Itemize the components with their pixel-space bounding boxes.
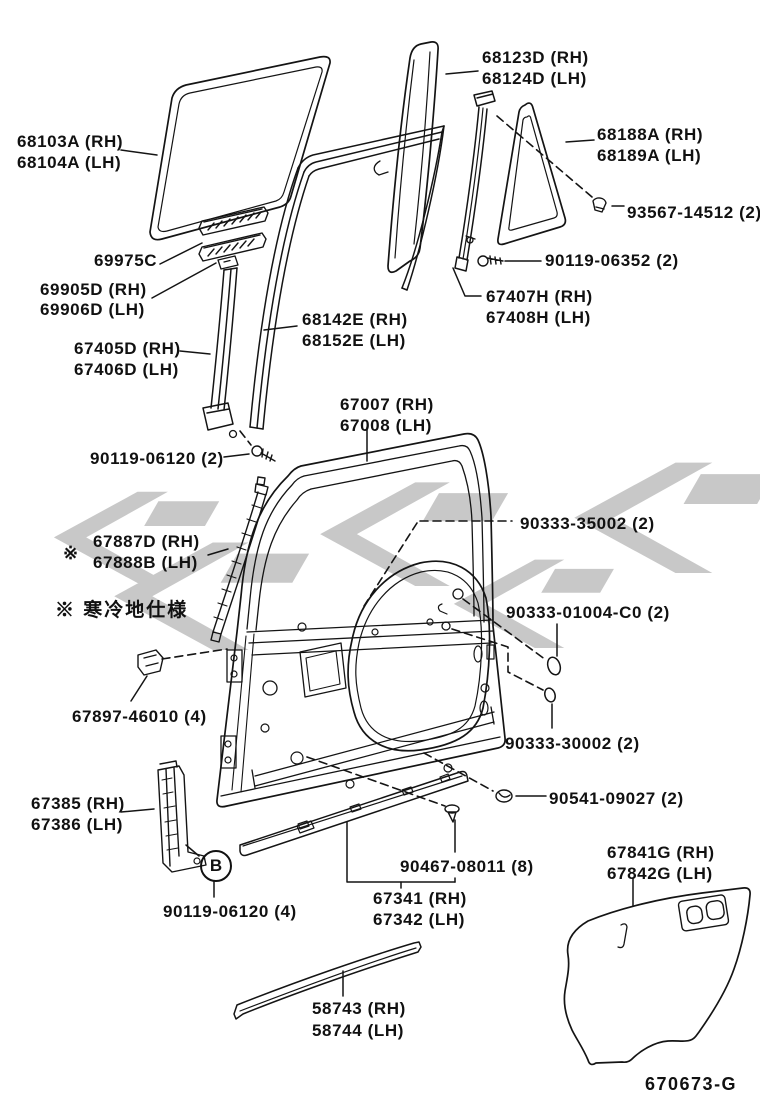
label-clip-46010: 67897-46010 (4) <box>72 707 207 726</box>
label-door-panel-lh: 67008 (LH) <box>340 416 432 435</box>
label-screw-01004: 90333-01004-C0 (2) <box>506 603 670 622</box>
drawing-code: 670673-G <box>645 1074 738 1094</box>
label-screw-30002: 90333-30002 (2) <box>505 734 640 753</box>
bolt-06120-2-glyph <box>251 445 276 462</box>
label-protector-lh: 58744 (LH) <box>312 1021 404 1040</box>
clip-46010-glyph <box>137 649 164 676</box>
label-quarter-glass-rh: 68123D (RH) <box>482 48 589 67</box>
dashed-lines <box>161 115 593 807</box>
label-hole-cover-rh: 67841G (RH) <box>607 843 715 862</box>
label-belt-moulding-lh: 67342 (LH) <box>373 910 465 929</box>
label-door-glass-lh: 68104A (LH) <box>17 153 122 172</box>
label-door-glass-rh: 68103A (RH) <box>17 132 124 151</box>
grommet-90333-glyphs <box>544 656 562 703</box>
door-glass-drawing <box>149 55 331 241</box>
label-screw-35002: 90333-35002 (2) <box>520 514 655 533</box>
label-front-weatherstrip-lh: 67888B (LH) <box>93 553 198 572</box>
quarter-glass-drawing <box>387 41 439 274</box>
label-bolt-06120-2: 90119-06120 (2) <box>90 449 224 468</box>
front-weatherstrip-drawing <box>210 476 269 643</box>
label-grommet-09027: 90541-09027 (2) <box>549 789 684 808</box>
label-quarter-glass-lh: 68124D (LH) <box>482 69 587 88</box>
hole-cover-drawing <box>563 887 751 1066</box>
label-bolt-06120-4: 90119-06120 (4) <box>163 902 297 921</box>
label-rivet-93567: 93567-14512 (2) <box>627 203 760 222</box>
label-lower-bracket-lh: 67386 (LH) <box>31 815 123 834</box>
label-quarter-weatherstrip-rh: 68188A (RH) <box>597 125 704 144</box>
screw-06352-glyph <box>477 255 504 267</box>
label-door-panel-rh: 67007 (RH) <box>340 395 434 414</box>
label-front-weatherstrip-rh: 67887D (RH) <box>93 532 200 551</box>
label-rear-sash-rh: 67407H (RH) <box>486 287 593 306</box>
cold-region-note: ※ 寒冷地仕様 <box>55 600 189 621</box>
label-quarter-weatherstrip-lh: 68189A (LH) <box>597 146 702 165</box>
label-glass-run-rh: 68142E (RH) <box>302 310 408 329</box>
rear-sash-drawing <box>454 90 496 272</box>
label-glass-channel: 69975C <box>94 251 158 270</box>
rivet-93567-glyph <box>592 197 607 213</box>
label-screw-06352: 90119-06352 (2) <box>545 251 679 270</box>
division-bar-drawing <box>202 267 238 439</box>
grommet-09027-glyph <box>495 789 513 803</box>
leader-lines <box>120 70 634 997</box>
label-division-bar-lh: 67406D (LH) <box>74 360 179 379</box>
label-glass-run-lh: 68152E (LH) <box>302 331 406 350</box>
protector-strip-drawing <box>233 941 422 1020</box>
label-belt-moulding-rh: 67341 (RH) <box>373 889 467 908</box>
label-division-bar-rh: 67405D (RH) <box>74 339 181 358</box>
label-protector-rh: 58743 (RH) <box>312 999 406 1018</box>
label-glass-run-clip-lh: 69906D (LH) <box>40 300 145 319</box>
label-lower-bracket-rh: 67385 (RH) <box>31 794 125 813</box>
detail-callout-b: B <box>200 850 232 882</box>
belt-moulding-drawing <box>239 770 469 857</box>
footnote-marker: ※ <box>63 543 79 563</box>
label-hole-cover-lh: 67842G (LH) <box>607 864 713 883</box>
label-glass-run-clip-rh: 69905D (RH) <box>40 280 147 299</box>
detail-callout-b-letter: B <box>209 856 223 875</box>
glass-channel-drawing <box>198 206 269 270</box>
push-clip-glyph <box>444 804 460 823</box>
door-panel-drawing <box>216 432 506 808</box>
quarter-weatherstrip-drawing <box>497 102 567 246</box>
label-rear-sash-lh: 67408H (LH) <box>486 308 591 327</box>
glass-run-drawing <box>249 125 445 430</box>
label-clip-08011: 90467-08011 (8) <box>400 857 534 876</box>
